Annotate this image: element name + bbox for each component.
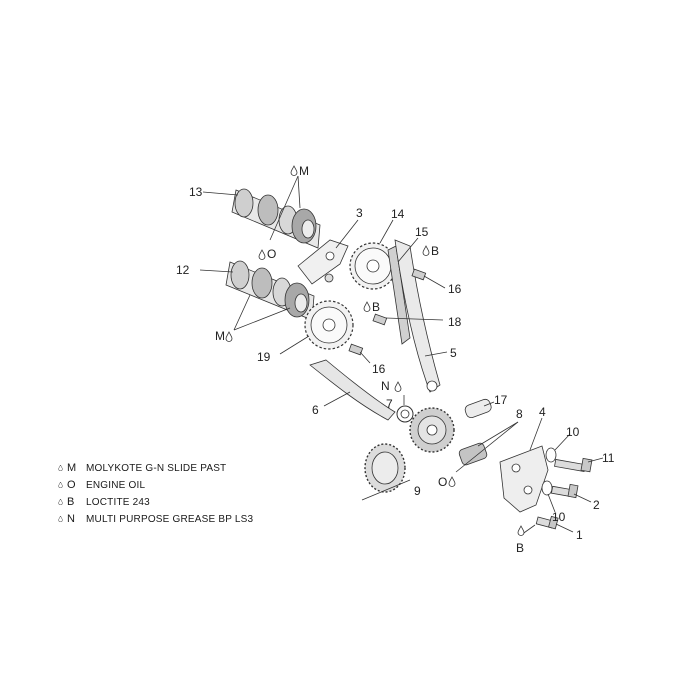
callout-11: 11 [602, 451, 615, 465]
callout-15: 15 [415, 225, 429, 239]
callout-14: 14 [391, 207, 405, 221]
callout-16-lower: 16 [372, 362, 386, 376]
callout-labels: 13 12 3 14 15 16 18 19 16 5 6 7 17 8 4 1… [176, 185, 615, 542]
lube-b-1: B [516, 541, 524, 555]
legend-code-letter: N [67, 513, 76, 525]
drop-icon [58, 464, 63, 471]
drop-icon [58, 515, 63, 522]
chain-guide-5 [395, 240, 440, 392]
callout-6: 6 [312, 403, 319, 417]
callout-18: 18 [448, 315, 462, 329]
legend-code-letter: M [67, 462, 77, 474]
legend-text: ENGINE OIL [86, 480, 146, 491]
legend-row-molykote: M MOLYKOTE G-N SLIDE PAST [58, 462, 358, 479]
sprocket-19 [305, 301, 353, 349]
screw-2 [551, 484, 578, 497]
needle-bearing-8 [458, 442, 488, 466]
lube-b-18: B [372, 300, 380, 314]
legend-code-o: O [58, 479, 86, 491]
washer-10-lower [542, 481, 552, 495]
legend-code-m: M [58, 462, 86, 474]
legend-code-n: N [58, 513, 86, 525]
legend-row-loctite: B LOCTITE 243 [58, 496, 358, 513]
lube-b-15: B [431, 244, 439, 258]
callout-17: 17 [494, 393, 508, 407]
washer-7 [397, 406, 413, 422]
lube-n-7: N [381, 379, 390, 393]
callout-12: 12 [176, 263, 190, 277]
callout-10-upper: 10 [566, 425, 580, 439]
screw-1 [536, 516, 558, 528]
screw-16-lower [349, 344, 363, 355]
callout-4: 4 [539, 405, 546, 419]
legend-code-letter: B [67, 496, 75, 508]
callout-9: 9 [414, 484, 421, 498]
callout-19: 19 [257, 350, 271, 364]
screw-11 [555, 458, 592, 471]
gear-9-small [365, 444, 405, 492]
washer-10-upper [546, 448, 556, 462]
camshaft-12 [226, 261, 314, 320]
lube-m-top: M [299, 164, 309, 178]
callout-1: 1 [576, 528, 583, 542]
callout-5: 5 [450, 346, 457, 360]
lube-markers: M O M B B N O B [215, 164, 525, 555]
legend-code-b: B [58, 496, 86, 508]
gear-9-large [410, 408, 454, 452]
plate-4 [500, 446, 548, 512]
lube-o-8: O [438, 475, 447, 489]
drop-icon [58, 498, 63, 505]
camshaft-13 [232, 189, 320, 248]
tensioner-slipper-6 [310, 360, 395, 420]
legend-code-letter: O [67, 479, 76, 491]
lubricant-legend: M MOLYKOTE G-N SLIDE PAST O ENGINE OIL B… [58, 462, 358, 530]
callout-2: 2 [593, 498, 600, 512]
legend-row-grease: N MULTI PURPOSE GREASE BP LS3 [58, 513, 358, 530]
legend-text: MOLYKOTE G-N SLIDE PAST [86, 463, 227, 474]
legend-text: LOCTITE 243 [86, 497, 150, 508]
callout-8: 8 [516, 407, 523, 421]
callout-16-upper: 16 [448, 282, 462, 296]
drop-icon [58, 481, 63, 488]
callout-7: 7 [386, 397, 393, 411]
callout-10-lower: 10 [552, 510, 566, 524]
lube-o-mid: O [267, 247, 276, 261]
callout-13: 13 [189, 185, 203, 199]
pin-17 [464, 398, 493, 419]
timing-chain-15 [388, 246, 410, 344]
lube-m-low: M [215, 329, 225, 343]
leader-lines [199, 175, 604, 536]
callout-3: 3 [356, 206, 363, 220]
bracket-3 [298, 240, 348, 284]
screw-18 [373, 314, 387, 325]
legend-text: MULTI PURPOSE GREASE BP LS3 [86, 514, 254, 525]
legend-row-engine-oil: O ENGINE OIL [58, 479, 358, 496]
